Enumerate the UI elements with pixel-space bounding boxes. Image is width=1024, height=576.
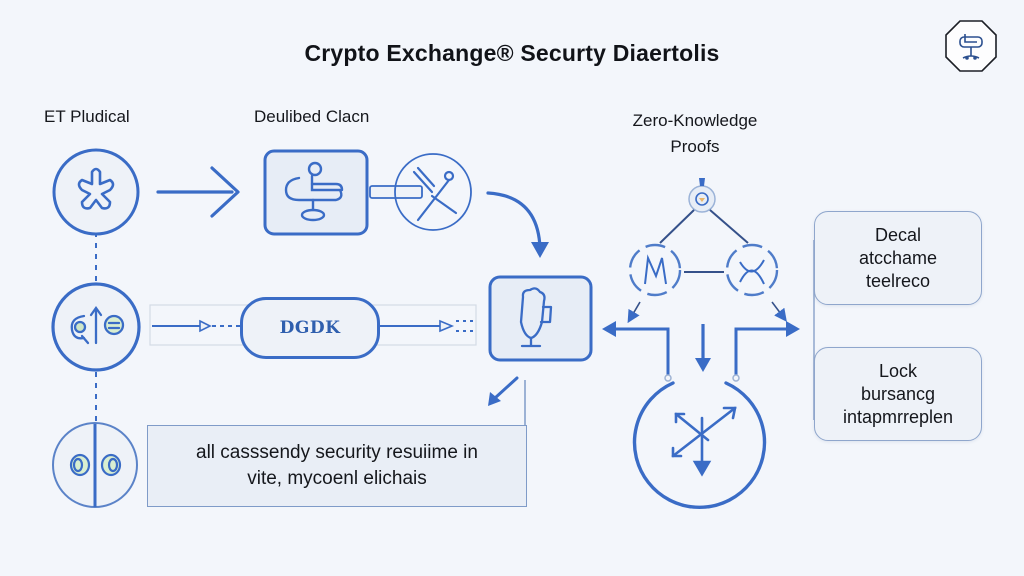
scissors-icon <box>412 166 458 222</box>
square-node[interactable] <box>263 149 369 236</box>
note-box: all casssendy security resuiime in vite,… <box>147 425 527 507</box>
middle-column-label: Deulibed Clacn <box>254 107 370 126</box>
arrow-top-to-square <box>156 166 240 218</box>
left-column-label: ET Pludical <box>44 107 130 126</box>
logo-badge <box>943 18 999 74</box>
zk-arrow-left <box>602 321 670 380</box>
arrow-vault-to-note-head <box>488 392 501 406</box>
right-card-2[interactable]: Lock bursancg intapmrreplen <box>814 347 982 441</box>
note-line-1: all casssendy security resuiime in <box>196 442 478 463</box>
crosshair-node-icon <box>644 254 667 285</box>
hub-joint-left <box>664 374 672 382</box>
crosshair-node-icon <box>739 259 765 285</box>
zk-arrow-down <box>695 324 711 372</box>
circle-node-middle[interactable] <box>51 282 141 372</box>
zero-knowledge-label: Zero-Knowledge Proofs <box>600 108 790 160</box>
zero-knowledge-label-line1: Zero-Knowledge <box>632 111 758 130</box>
zk-small-arrow-right <box>771 301 787 322</box>
zk-left-node[interactable] <box>628 243 682 297</box>
right-card-1-text: Decal atcchame teelreco <box>859 224 937 293</box>
goblet-icon <box>519 287 553 348</box>
circle-node-top[interactable] <box>52 148 140 236</box>
rail-arrow-right <box>380 319 476 333</box>
dgdk-pill-node[interactable]: DGDK <box>240 297 380 359</box>
vault-box-node[interactable] <box>488 275 593 362</box>
zk-small-arrow-left <box>627 301 641 324</box>
gear-lever-icon <box>284 161 344 222</box>
key-arrow-icon <box>70 306 125 345</box>
right-card-2-line-3: intapmrreplen <box>842 406 954 427</box>
right-card-1-line-2: atcchame <box>858 247 938 268</box>
curved-arrow-to-vault <box>486 191 542 250</box>
arrow-vault-to-note <box>493 376 519 400</box>
right-card-2-text: Lock bursancg intapmrreplen <box>843 360 953 429</box>
cross-knot-icon <box>77 167 115 210</box>
zk-right-node[interactable] <box>725 243 779 297</box>
dgdk-pill-label: DGDK <box>279 318 341 338</box>
note-line-2: vite, mycoenl elichais <box>247 468 427 489</box>
right-card-1-line-3: teelreco <box>865 270 931 291</box>
right-card-1-line-1: Decal <box>874 224 921 245</box>
right-card-2-line-2: bursancg <box>860 383 936 404</box>
diagram-title: Crypto Exchange® Securty Diaertolis <box>304 40 720 66</box>
rail-arrow-left <box>152 319 240 333</box>
zk-top-node[interactable] <box>688 178 716 213</box>
curved-arrow-head <box>531 242 549 258</box>
hexagon-emblem-icon <box>945 20 997 72</box>
hub-circle-node[interactable] <box>632 381 767 509</box>
zk-link-right <box>709 209 749 244</box>
circle-node-scissors[interactable] <box>394 153 472 231</box>
hub-joint-right <box>732 374 740 382</box>
zk-link-left <box>659 209 695 244</box>
right-card-1[interactable]: Decal atcchame teelreco <box>814 211 982 305</box>
split-lens-icon <box>69 453 122 477</box>
circle-node-bottom[interactable] <box>52 422 138 508</box>
multi-arrow-icon <box>671 406 737 477</box>
prover-node-icon <box>695 178 709 206</box>
right-card-2-line-1: Lock <box>878 360 918 381</box>
zk-arrow-right <box>734 321 800 380</box>
zero-knowledge-label-line2: Proofs <box>670 137 720 156</box>
